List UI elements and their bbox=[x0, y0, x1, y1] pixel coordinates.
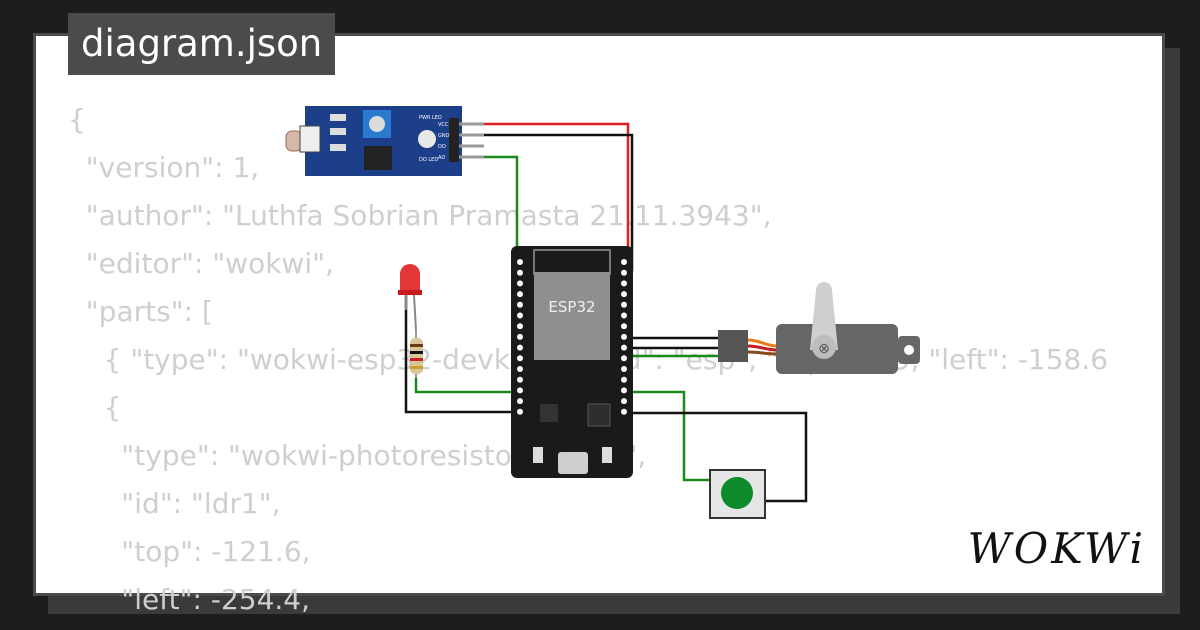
esp32-pin[interactable] bbox=[621, 301, 627, 308]
esp32-pin[interactable] bbox=[517, 387, 523, 394]
code-line: "editor": "wokwi", bbox=[68, 247, 334, 280]
esp32-pin[interactable] bbox=[621, 355, 627, 362]
wire-vcc[interactable] bbox=[484, 122, 630, 264]
esp32-pin[interactable] bbox=[517, 259, 523, 265]
esp32-pin[interactable] bbox=[517, 280, 523, 287]
esp32-chip-label: ESP32 bbox=[548, 298, 595, 316]
esp32-pin[interactable] bbox=[517, 323, 523, 330]
esp32-pin[interactable] bbox=[517, 344, 523, 351]
esp32-pin[interactable] bbox=[621, 366, 627, 372]
pin-label-do: DO bbox=[438, 144, 446, 150]
esp32-pin[interactable] bbox=[621, 398, 627, 405]
push-button-icon[interactable] bbox=[709, 469, 766, 519]
code-line: { bbox=[68, 391, 122, 424]
wire-button-gnd[interactable] bbox=[622, 411, 808, 503]
svg-text:⊗: ⊗ bbox=[818, 341, 830, 357]
esp32-pin-headers bbox=[517, 259, 627, 415]
esp32-pin[interactable] bbox=[621, 323, 627, 330]
esp32-pin[interactable] bbox=[621, 408, 627, 415]
esp32-pin[interactable] bbox=[517, 376, 523, 383]
resistor-icon[interactable] bbox=[410, 330, 423, 378]
wire-led-cathode[interactable] bbox=[404, 290, 520, 414]
file-tab[interactable]: diagram.json bbox=[68, 13, 336, 75]
code-line: "version": 1, bbox=[68, 151, 260, 184]
code-line: { bbox=[68, 103, 86, 136]
esp32-pin[interactable] bbox=[517, 312, 523, 319]
pwr-led-label: PWR LED bbox=[419, 115, 442, 121]
esp32-pin[interactable] bbox=[517, 366, 523, 372]
code-line: "parts": [ bbox=[68, 295, 213, 328]
esp32-pin[interactable] bbox=[621, 291, 627, 298]
wire-led-anode[interactable] bbox=[414, 378, 520, 394]
esp32-pin[interactable] bbox=[621, 259, 627, 265]
esp32-pin[interactable] bbox=[621, 280, 627, 287]
pin-label-gnd: GND bbox=[438, 133, 450, 139]
esp32-pin[interactable] bbox=[517, 333, 523, 340]
led-icon[interactable] bbox=[398, 264, 422, 331]
esp32-pin[interactable] bbox=[517, 355, 523, 362]
esp32-pin[interactable] bbox=[621, 333, 627, 340]
pin-label-ao: AO bbox=[438, 155, 445, 161]
esp32-pin[interactable] bbox=[517, 398, 523, 405]
esp32-pin[interactable] bbox=[517, 291, 523, 298]
wokwi-logo: WOKWi bbox=[967, 524, 1146, 573]
esp32-pin[interactable] bbox=[621, 312, 627, 319]
esp32-board-icon[interactable]: ESP32 bbox=[511, 246, 633, 478]
esp32-pin[interactable] bbox=[517, 301, 523, 308]
code-line: "id": "ldr1", bbox=[68, 487, 281, 520]
servo-icon[interactable]: ⊗ bbox=[718, 282, 920, 374]
esp32-pin[interactable] bbox=[621, 387, 627, 394]
esp32-pin[interactable] bbox=[621, 376, 627, 383]
wire-button-signal[interactable] bbox=[622, 390, 712, 482]
code-line: "left": -254.4, bbox=[68, 583, 311, 616]
ldr-module-icon[interactable]: PWR LED DO LED VCC GND DO AO bbox=[285, 106, 484, 176]
esp32-pin[interactable] bbox=[621, 269, 627, 276]
code-line: "top": -121.6, bbox=[68, 535, 311, 568]
esp32-pin[interactable] bbox=[621, 344, 627, 351]
pin-label-vcc: VCC bbox=[438, 122, 449, 128]
esp32-pin[interactable] bbox=[517, 408, 523, 415]
esp32-pin[interactable] bbox=[517, 269, 523, 276]
do-led-label: DO LED bbox=[419, 157, 438, 163]
code-line: "author": "Luthfa Sobrian Pramasta 21.11… bbox=[68, 199, 772, 232]
